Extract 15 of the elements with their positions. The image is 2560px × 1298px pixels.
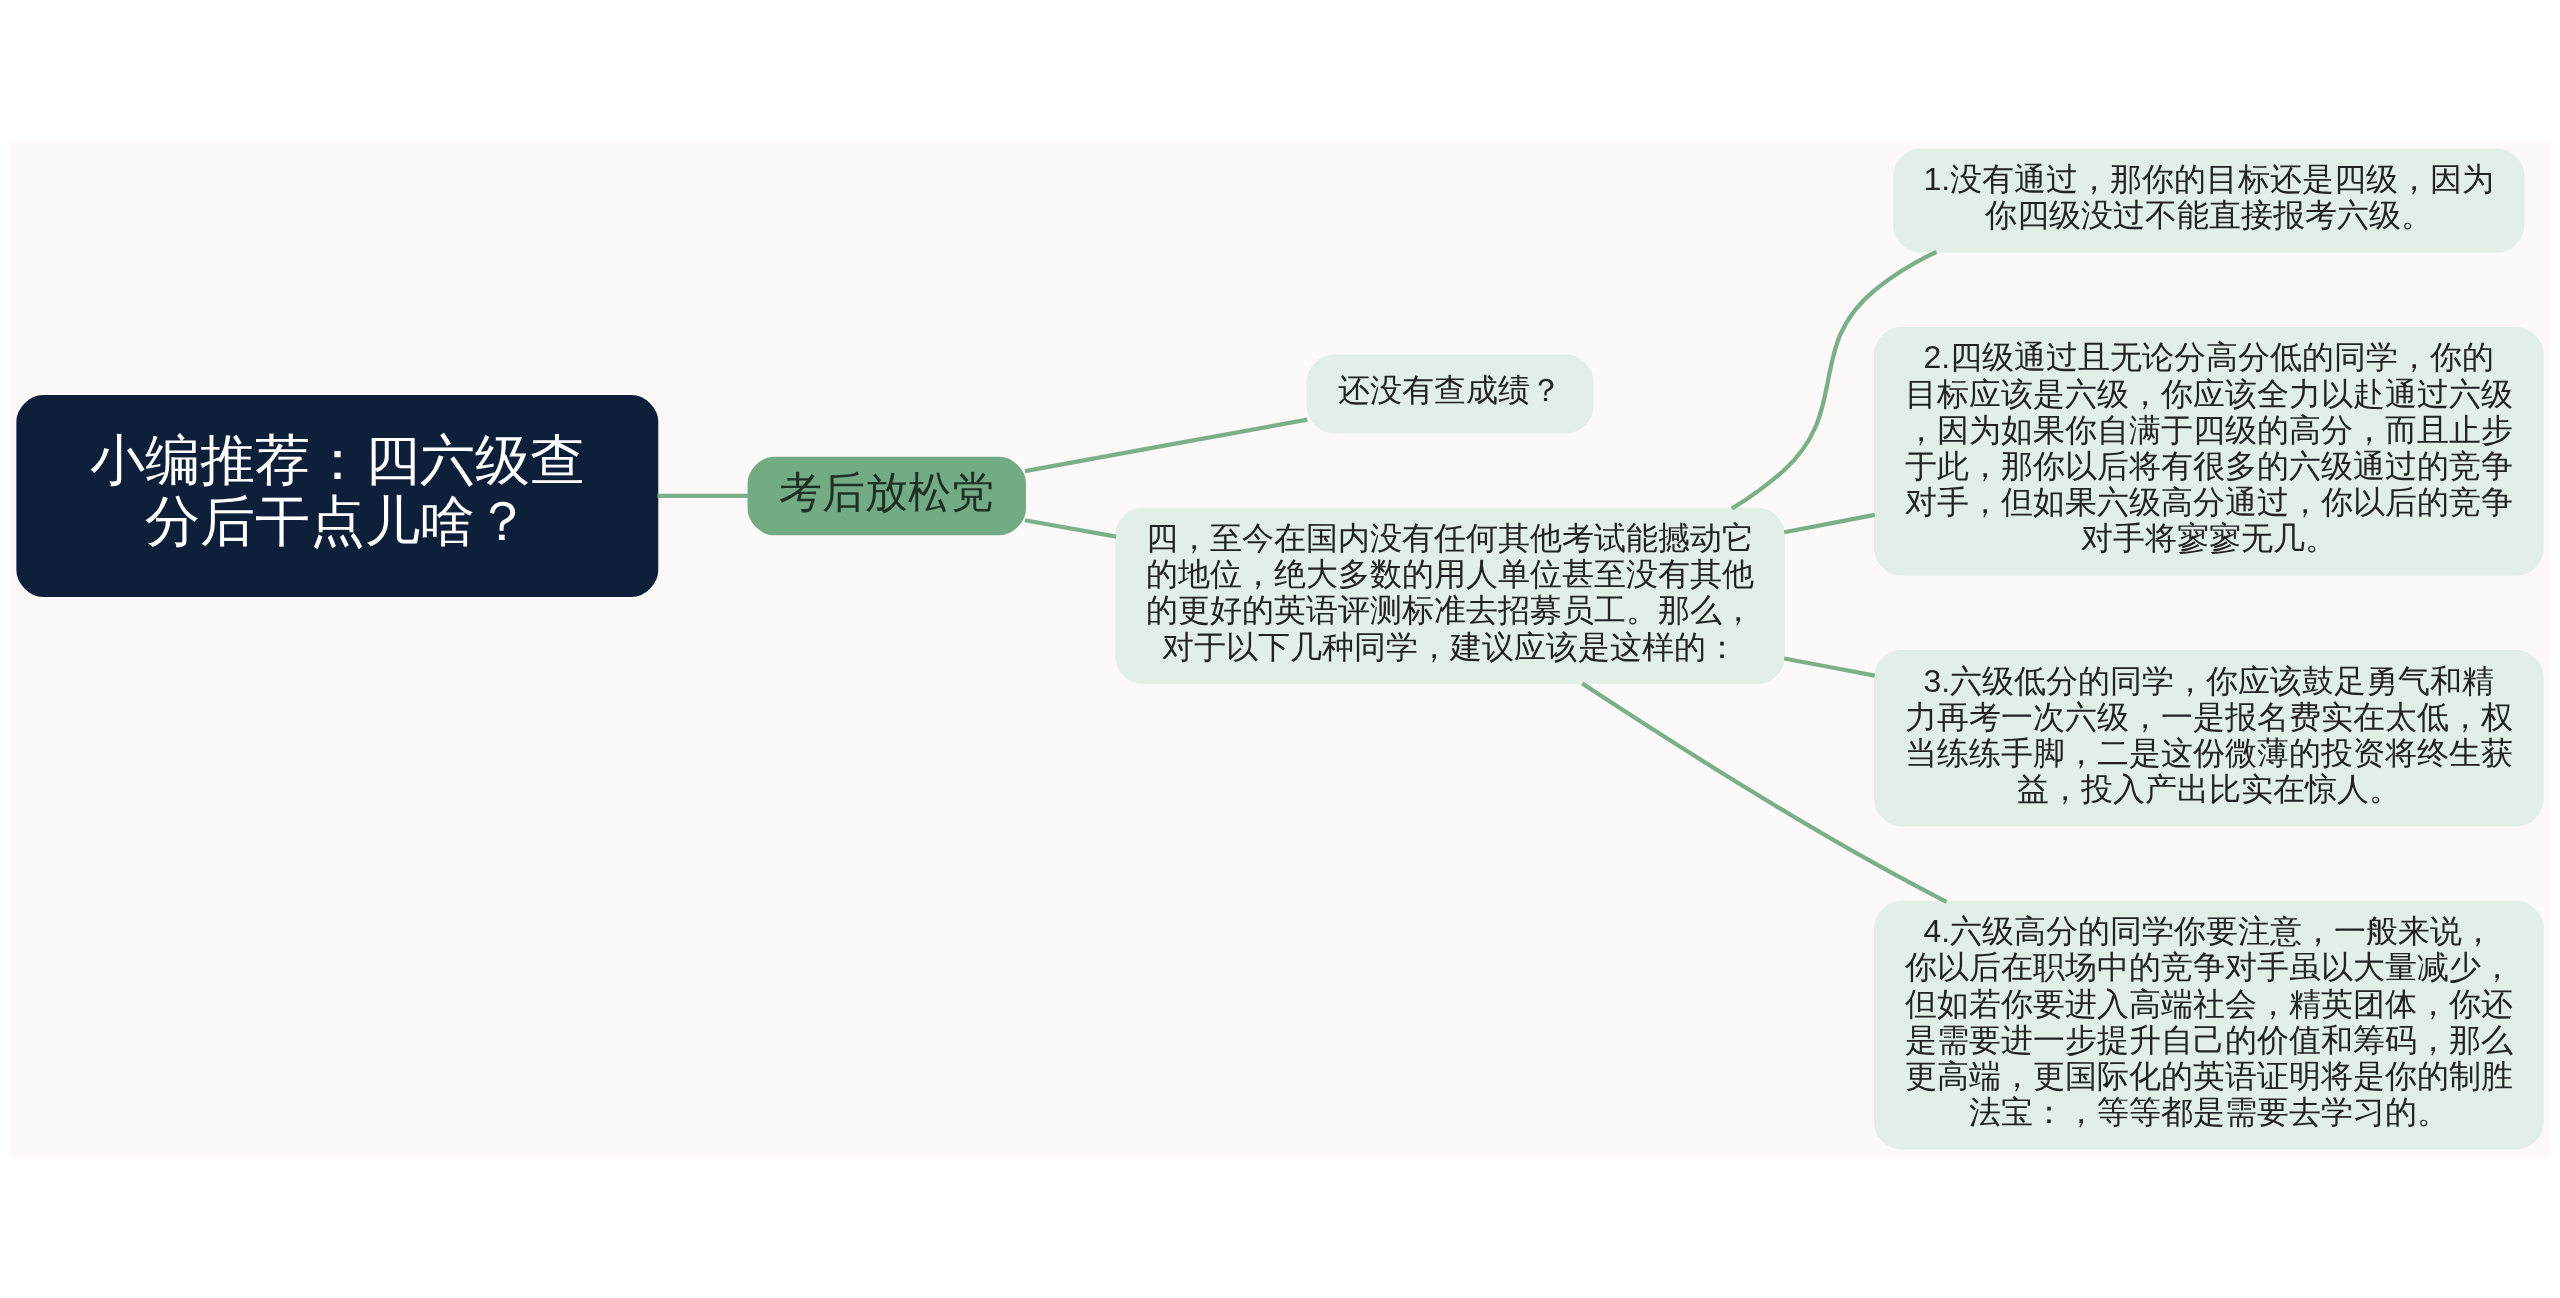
- node-box: 3.六级低分的同学，你应该鼓足勇气和精力再考一次六级，一是报名费实在太低，权当练练手脚，二是这份微薄的投资将终生获益，投入产出比实在惊人。: [1874, 650, 2544, 827]
- node-box: 四，至今在国内没有任何其他考试能撼动它的地位，绝大多数的用人单位甚至没有其他的更好的英语评测标准去招募员工。那么，对于以下几种同学，建议应该是这样的：: [1115, 507, 1785, 685]
- connector: [1730, 249, 1938, 511]
- node-box: 2.四级通过且无论分高分低的同学，你的目标应该是六级，你应该全力以赴通过六级，因为如果你自满于四级的高分，而且止步于此，那你以后将有很多的六级通过的竞争对手，但如果六级高分通过，你以后的竞争对手将寥寥无几。: [1874, 327, 2544, 576]
- connector: [1581, 681, 1948, 904]
- connector: [657, 493, 749, 499]
- node-box: 小编推荐：四六级查分后干点儿啥？: [16, 395, 659, 597]
- connector: [1024, 417, 1308, 474]
- node-box: 4.六级高分的同学你要注意，一般来说，你以后在职场中的竞争对手虽以大量减少，但如若你要进入高端社会，精英团体，你还是需要进一步提升自己的价值和筹码，那么更高端，更国际化的英语证明将是你的制胜法宝：，等等都是需要去学习的。: [1874, 900, 2544, 1150]
- node-box: 1.没有通过，那你的目标还是四级，因为你四级没过不能直接报考六级。: [1893, 148, 2525, 253]
- connector: [1024, 518, 1117, 539]
- node-box: 考后放松党: [747, 456, 1026, 536]
- connector: [1783, 656, 1876, 678]
- node-box: 还没有查成绩？: [1306, 354, 1594, 434]
- connector: [1783, 512, 1876, 535]
